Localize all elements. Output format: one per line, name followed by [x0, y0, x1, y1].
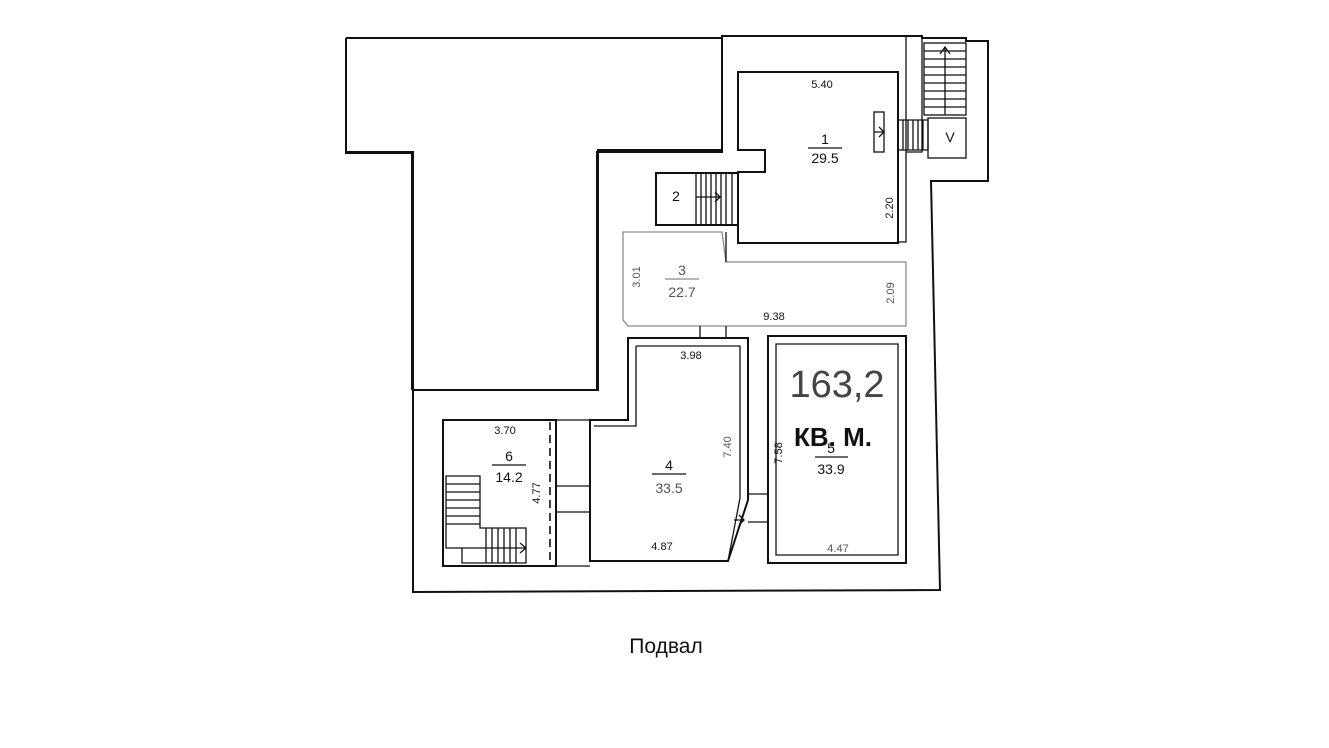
total-area-unit: КВ. М. [794, 422, 872, 452]
room-5 [767, 335, 907, 564]
dim-room4-side: 7.40 [722, 436, 734, 457]
svg-text:4: 4 [665, 457, 673, 473]
svg-text:2: 2 [672, 188, 680, 204]
room-3 [622, 231, 907, 327]
dim-room5-bottom: 4.47 [827, 543, 848, 555]
dim-room3-length: 9.38 [763, 311, 784, 323]
dim-room3-left: 3.01 [631, 266, 643, 287]
dim-room4-bottom: 4.87 [651, 541, 672, 553]
svg-text:22.7: 22.7 [668, 284, 695, 300]
dim-room6-side: 4.77 [531, 482, 543, 503]
svg-text:14.2: 14.2 [495, 469, 522, 485]
dim-room4-top: 3.98 [680, 350, 701, 362]
room-6 [442, 419, 557, 567]
room-1-inner [898, 36, 923, 243]
svg-text:33.5: 33.5 [655, 480, 682, 496]
room-4-label: 4 33.5 [652, 457, 686, 496]
total-area-value: 163,2 [789, 364, 884, 406]
room-2-stairs [695, 173, 733, 225]
dim-room1-height: 2.20 [884, 197, 896, 218]
room-v-label: V [945, 129, 955, 145]
dim-room3-right: 2.09 [885, 282, 897, 303]
dim-room5-side: 7.58 [773, 442, 785, 463]
room-6-label: 6 14.2 [492, 448, 526, 485]
room-4 [589, 337, 749, 562]
svg-text:6: 6 [505, 448, 513, 464]
room-6-stairs [445, 475, 528, 564]
dim-room6-top: 3.70 [494, 425, 515, 437]
room-1-label: 1 29.5 [808, 131, 842, 166]
room-5-label: 5 33.9 [815, 440, 848, 477]
svg-text:3: 3 [678, 262, 686, 278]
dim-room1-width: 5.40 [811, 79, 832, 91]
svg-text:33.9: 33.9 [817, 461, 844, 477]
floor-caption: Подвал [629, 635, 702, 658]
inner-outline [414, 38, 723, 391]
stairs-top-right [873, 42, 967, 159]
room-3-label: 3 22.7 [665, 262, 699, 300]
svg-text:29.5: 29.5 [811, 150, 838, 166]
svg-text:1: 1 [821, 131, 829, 147]
room-2-label: 2 [672, 188, 680, 204]
exterior-block [345, 38, 413, 390]
svg-text:5: 5 [827, 440, 835, 456]
